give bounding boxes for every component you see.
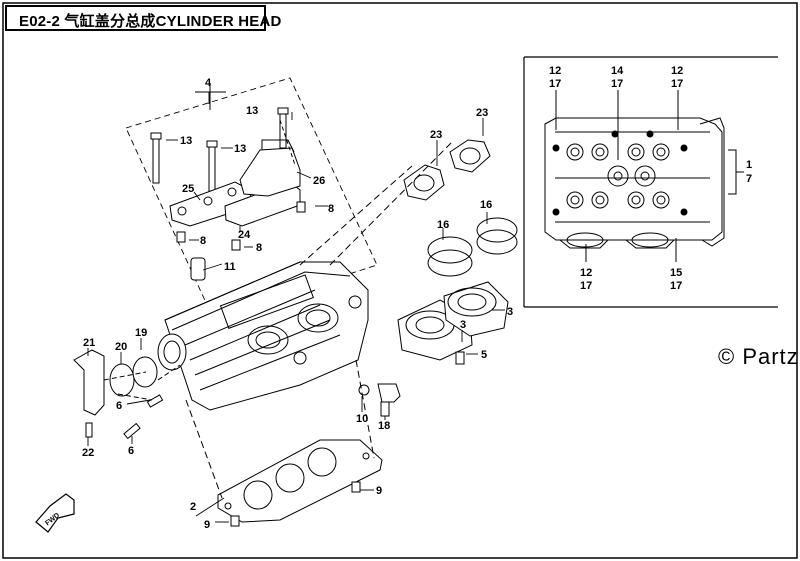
callout-17: 17: [580, 280, 592, 292]
callout-12: 12: [671, 65, 683, 77]
callout-16: 16: [480, 199, 492, 211]
callout-23: 23: [430, 129, 442, 141]
callout-17: 17: [611, 78, 623, 90]
callout-1: 1: [746, 159, 752, 171]
callout-5: 5: [481, 349, 487, 361]
leader-lines: [87, 92, 505, 523]
callout-17: 17: [670, 280, 682, 292]
callout-25: 25: [182, 183, 194, 195]
callout-3: 3: [507, 306, 513, 318]
callout-8: 8: [256, 242, 262, 254]
title-box: E02-2 气缸盖分总成CYLINDER HEAD: [5, 5, 281, 31]
watermark: © Partzi: [718, 344, 800, 369]
callout-21: 21: [83, 337, 95, 349]
callout-labels: 4 13 13 13 26 25 8 8 8 24 11 23 23 16 16…: [82, 65, 752, 531]
callout-23: 23: [476, 107, 488, 119]
page-title: E02-2 气缸盖分总成CYLINDER HEAD: [19, 13, 282, 30]
callout-7: 7: [746, 173, 752, 185]
callout-13: 13: [246, 105, 258, 117]
callout-11: 11: [224, 261, 236, 273]
callout-16: 16: [437, 219, 449, 231]
callout-17: 17: [549, 78, 561, 90]
callout-8: 8: [200, 235, 206, 247]
callout-17: 17: [671, 78, 683, 90]
callout-9: 9: [204, 519, 210, 531]
callout-6: 6: [116, 400, 122, 412]
callout-14: 14: [611, 65, 624, 77]
callout-18: 18: [378, 420, 390, 432]
callout-9: 9: [376, 485, 382, 497]
callout-6: 6: [128, 445, 134, 457]
valve-springs: [566, 143, 670, 209]
callout-3: 3: [460, 319, 466, 331]
callout-12: 12: [549, 65, 561, 77]
callout-8: 8: [328, 203, 334, 215]
callout-20: 20: [115, 341, 127, 353]
callout-4: 4: [205, 77, 212, 89]
callout-2: 2: [190, 501, 196, 513]
callout-24: 24: [238, 229, 251, 241]
exploded-view: [35, 77, 518, 533]
callout-22: 22: [82, 447, 94, 459]
callout-13: 13: [234, 143, 246, 155]
callout-19: 19: [135, 327, 147, 339]
assembled-view: [523, 56, 778, 308]
callout-13: 13: [180, 135, 192, 147]
callout-10: 10: [356, 413, 368, 425]
callout-15: 15: [670, 267, 682, 279]
callout-12: 12: [580, 267, 592, 279]
callout-26: 26: [313, 175, 325, 187]
